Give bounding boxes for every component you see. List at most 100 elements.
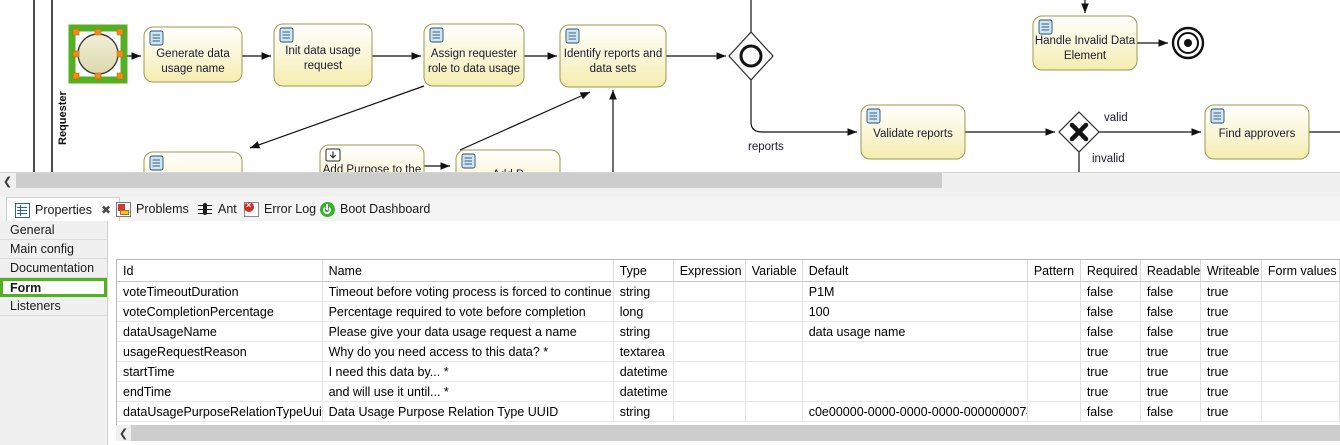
table-row[interactable]: dataUsageNamePlease give your data usage… [117,322,1340,342]
cell-writeable[interactable]: true [1200,282,1261,302]
cell-expression[interactable] [673,282,745,302]
cell-expression[interactable] [673,362,745,382]
table-row[interactable]: startTimeI need this data by... *datetim… [117,362,1340,382]
cell-default[interactable]: P1M [802,282,1027,302]
view-splitter[interactable] [0,188,1340,197]
tab-boot-dashboard[interactable]: Boot Dashboard [312,197,438,221]
cell-required[interactable]: false [1080,302,1140,322]
properties-section-list[interactable]: GeneralMain configDocumentationFormListe… [0,221,108,445]
column-header-name[interactable]: Name [322,260,613,282]
cell-default[interactable]: 100 [802,302,1027,322]
cell-default[interactable] [802,342,1027,362]
cell-id[interactable]: usageRequestReason [117,342,322,362]
tab-properties[interactable]: Properties ✖ [6,197,120,223]
column-header-type[interactable]: Type [613,260,673,282]
tab-problems[interactable]: Problems [108,197,197,221]
scrollbar-thumb[interactable] [16,173,942,189]
column-header-id[interactable]: Id [117,260,322,282]
bpmn-diagram-canvas[interactable]: Generate data usage name Init data usage… [0,0,1340,172]
scroll-left-arrow-icon[interactable]: ❮ [116,425,131,441]
cell-writeable[interactable]: true [1200,342,1261,362]
cell-id[interactable]: dataUsagePurposeRelationTypeUuid [117,402,322,422]
column-header-pattern[interactable]: Pattern [1027,260,1080,282]
cell-readable[interactable]: false [1140,302,1200,322]
cell-form-values[interactable] [1261,302,1339,322]
cell-required[interactable]: false [1080,402,1140,422]
tab-error-log[interactable]: Error Log [236,197,324,221]
cell-name[interactable]: Timeout before voting process is forced … [322,282,613,302]
sidebar-item-main-config[interactable]: Main config [0,240,107,259]
cell-name[interactable]: Data Usage Purpose Relation Type UUID [322,402,613,422]
cell-writeable[interactable]: true [1200,402,1261,422]
scroll-left-arrow-icon[interactable]: ❮ [0,173,15,189]
cell-type[interactable]: datetime [613,382,673,402]
cell-id[interactable]: voteTimeoutDuration [117,282,322,302]
cell-expression[interactable] [673,342,745,362]
cell-variable[interactable] [745,362,802,382]
cell-pattern[interactable] [1027,302,1080,322]
cell-id[interactable]: startTime [117,362,322,382]
cell-name[interactable]: Why do you need access to this data? * [322,342,613,362]
cell-name[interactable]: Percentage required to vote before compl… [322,302,613,322]
column-header-expression[interactable]: Expression [673,260,745,282]
cell-variable[interactable] [745,302,802,322]
cell-expression[interactable] [673,402,745,422]
cell-type[interactable]: string [613,322,673,342]
table-horizontal-scrollbar[interactable]: ❮ [116,425,1340,441]
cell-readable[interactable]: true [1140,382,1200,402]
sidebar-item-form[interactable]: Form [0,278,107,297]
table-row[interactable]: voteCompletionPercentagePercentage requi… [117,302,1340,322]
cell-variable[interactable] [745,282,802,302]
cell-default[interactable] [802,382,1027,402]
cell-pattern[interactable] [1027,322,1080,342]
cell-writeable[interactable]: true [1200,302,1261,322]
cell-name[interactable]: I need this data by... * [322,362,613,382]
cell-pattern[interactable] [1027,362,1080,382]
cell-writeable[interactable]: true [1200,362,1261,382]
cell-type[interactable]: textarea [613,342,673,362]
cell-form-values[interactable] [1261,362,1339,382]
table-row[interactable]: dataUsagePurposeRelationTypeUuidData Usa… [117,402,1340,422]
column-header-default[interactable]: Default [802,260,1027,282]
cell-writeable[interactable]: true [1200,382,1261,402]
cell-variable[interactable] [745,402,802,422]
cell-readable[interactable]: false [1140,282,1200,302]
cell-default[interactable] [802,362,1027,382]
cell-required[interactable]: true [1080,342,1140,362]
column-header-writeable[interactable]: Writeable [1200,260,1261,282]
cell-id[interactable]: dataUsageName [117,322,322,342]
cell-form-values[interactable] [1261,282,1339,302]
column-header-required[interactable]: Required [1080,260,1140,282]
cell-form-values[interactable] [1261,322,1339,342]
diagram-horizontal-scrollbar[interactable]: ❮ [0,172,1340,189]
table-row[interactable]: usageRequestReasonWhy do you need access… [117,342,1340,362]
cell-default[interactable]: c0e00000-0000-0000-0000-000000007434 [802,402,1027,422]
cell-form-values[interactable] [1261,402,1339,422]
cell-id[interactable]: endTime [117,382,322,402]
cell-variable[interactable] [745,382,802,402]
cell-expression[interactable] [673,302,745,322]
column-header-variable[interactable]: Variable [745,260,802,282]
cell-type[interactable]: string [613,282,673,302]
cell-expression[interactable] [673,382,745,402]
cell-pattern[interactable] [1027,282,1080,302]
cell-name[interactable]: Please give your data usage request a na… [322,322,613,342]
cell-required[interactable]: false [1080,322,1140,342]
cell-type[interactable]: datetime [613,362,673,382]
cell-type[interactable]: long [613,302,673,322]
cell-name[interactable]: and will use it until... * [322,382,613,402]
cell-readable[interactable]: true [1140,362,1200,382]
cell-pattern[interactable] [1027,382,1080,402]
cell-form-values[interactable] [1261,342,1339,362]
cell-required[interactable]: true [1080,382,1140,402]
cell-id[interactable]: voteCompletionPercentage [117,302,322,322]
cell-form-values[interactable] [1261,382,1339,402]
cell-variable[interactable] [745,342,802,362]
cell-required[interactable]: false [1080,282,1140,302]
cell-readable[interactable]: true [1140,342,1200,362]
cell-pattern[interactable] [1027,402,1080,422]
cell-writeable[interactable]: true [1200,322,1261,342]
cell-readable[interactable]: false [1140,322,1200,342]
cell-type[interactable]: string [613,402,673,422]
table-row[interactable]: voteTimeoutDurationTimeout before voting… [117,282,1340,302]
